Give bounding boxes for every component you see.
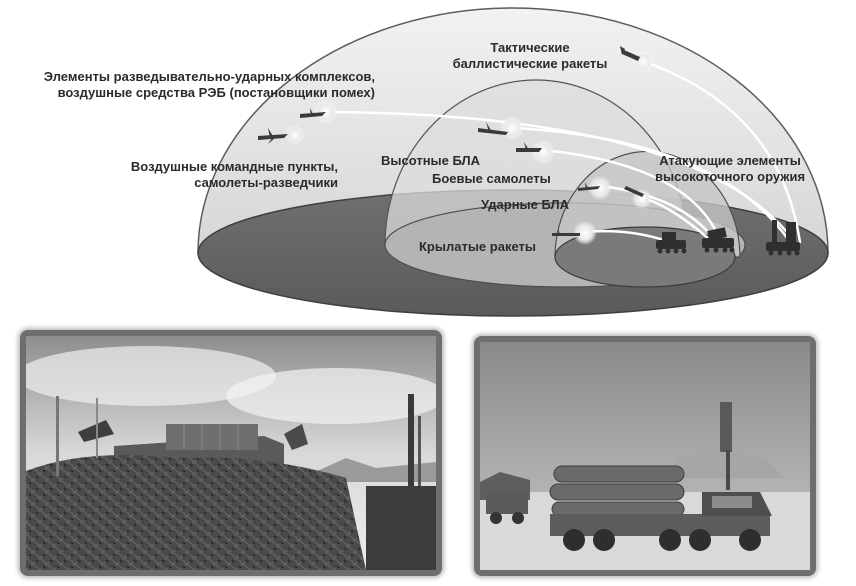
inner-floor [554, 226, 736, 288]
air-defense-layers-diagram [197, 7, 829, 317]
long-range-launcher-icon [766, 220, 800, 256]
combat-aircraft-icon [516, 142, 542, 152]
recon-aircraft-icon [300, 108, 326, 118]
label-strike-uav: Ударные БЛА [481, 197, 570, 212]
label-recon-strike-elements: Элементы разведывательно-ударных комплек… [43, 69, 375, 100]
ballistic-missile-icon [620, 46, 640, 61]
precision-weapon-icon [624, 186, 644, 197]
label-precision-weapons: Атакующие элементы высокоточного оружия [654, 153, 806, 184]
strike-uav-icon [578, 182, 600, 191]
label-high-altitude-uav: Высотные БЛА [381, 153, 481, 168]
label-cruise-missiles: Крылатые ракеты [419, 239, 536, 254]
photo-frame-right [474, 336, 816, 576]
medium-range-launcher-icon [702, 227, 735, 253]
label-combat-aircraft: Боевые самолеты [432, 171, 551, 186]
wheeled-launcher-photo [480, 342, 810, 570]
high-altitude-uav-icon [478, 122, 508, 135]
aerial-targets [258, 46, 644, 236]
cruise-missile-icon [552, 229, 580, 236]
tracked-launcher-photo [26, 336, 436, 570]
photo-frame-left [20, 330, 442, 576]
ground-launchers [656, 220, 800, 256]
command-aircraft-icon [258, 128, 288, 144]
label-airborne-command-posts: Воздушные командные пункты, самолеты-раз… [130, 159, 338, 190]
short-range-launcher-icon [656, 232, 687, 254]
label-tactical-ballistic-missiles: Тактические баллистические ракеты [452, 40, 608, 71]
